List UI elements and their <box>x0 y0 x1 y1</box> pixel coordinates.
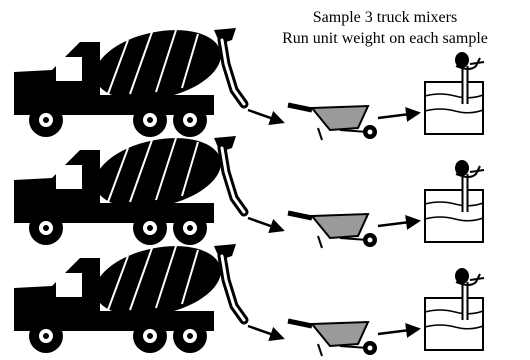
sample-row-1 <box>14 19 484 140</box>
diagram-caption: Sample 3 truck mixers Run unit weight on… <box>240 7 530 49</box>
wheelbarrow-icon <box>288 105 377 140</box>
arrow-right-icon <box>377 107 421 122</box>
arrow-right-icon <box>247 324 285 342</box>
concrete-mixer-truck-icon <box>14 235 244 353</box>
concrete-mixer-truck-icon <box>14 127 244 245</box>
unit-weight-container-icon <box>425 160 484 242</box>
concrete-mixer-truck-icon <box>14 19 244 137</box>
sample-row-2 <box>14 127 484 248</box>
sample-row-3 <box>14 235 484 356</box>
arrow-right-icon <box>377 215 421 230</box>
caption-line-2: Run unit weight on each sample <box>282 30 488 47</box>
arrow-right-icon <box>247 216 285 234</box>
arrow-right-icon <box>247 108 285 126</box>
caption-line-1: Sample 3 truck mixers <box>312 9 458 26</box>
arrow-right-icon <box>377 323 421 338</box>
unit-weight-container-icon <box>425 52 484 134</box>
wheelbarrow-icon <box>288 213 377 248</box>
wheelbarrow-icon <box>288 321 377 356</box>
unit-weight-container-icon <box>425 268 484 350</box>
